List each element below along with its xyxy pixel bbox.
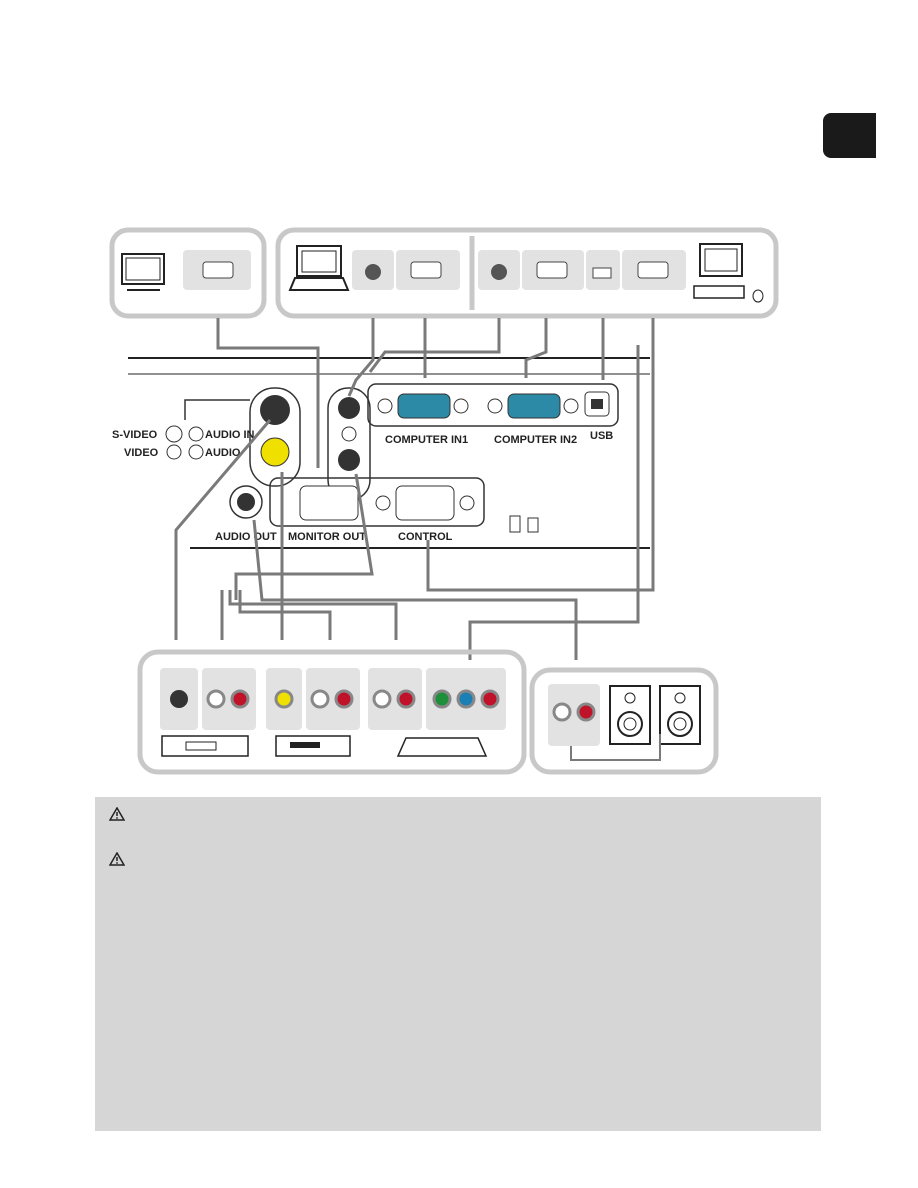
projector-panel: S-VIDEO VIDEO AUDIO IN AUDIO COMPUTER IN… [112, 357, 650, 549]
audio-in-lr-label: AUDIO [205, 447, 241, 459]
computer-in2-label: COMPUTER IN2 [494, 434, 577, 446]
video-label: VIDEO [124, 447, 159, 459]
speaker-icon [609, 685, 651, 745]
computer-in1-label: COMPUTER IN1 [385, 434, 468, 446]
notes-box [95, 797, 821, 1131]
set-top-box-icon [396, 737, 488, 757]
section-tab [823, 113, 876, 158]
control-label: CONTROL [398, 531, 453, 543]
vcr-icon [161, 735, 249, 757]
audio-out-label: AUDIO OUT [215, 531, 277, 543]
dvd-player-icon [275, 735, 351, 757]
av-device-panel [137, 649, 527, 775]
speaker-panel [529, 667, 719, 775]
svideo-label: S-VIDEO [112, 429, 158, 441]
monitor-icon [121, 253, 165, 291]
monitor-out-label: MONITOR OUT [288, 531, 366, 543]
laptop-device-panel [275, 227, 779, 319]
monitor-device-panel [109, 227, 267, 319]
laptop-icon [288, 245, 350, 291]
audio-in-label: AUDIO IN [205, 429, 255, 441]
usb-label: USB [590, 430, 613, 442]
cables [174, 318, 655, 660]
speaker-icon [659, 685, 701, 745]
desktop-computer-icon [693, 243, 764, 303]
